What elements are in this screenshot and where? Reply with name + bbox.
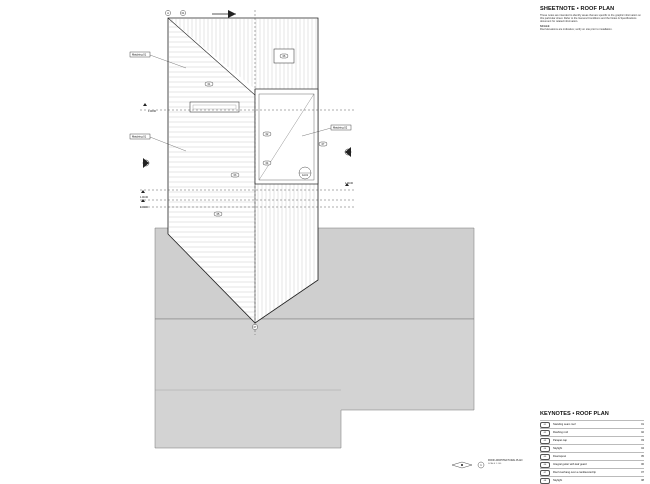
level-marker-3: 1.00.00 (140, 190, 149, 199)
sheetnote-body: These notes are intended to identify are… (540, 14, 641, 24)
svg-text:03: 03 (234, 174, 237, 177)
keynote-ref: 05 (641, 455, 644, 458)
callout-left-upper: Matching 01 (129, 51, 187, 69)
tag-section-top: A (165, 10, 171, 16)
tag-keynote-e: 05 (213, 211, 223, 217)
svg-text:Matching 01: Matching 01 (132, 135, 147, 139)
tag-keynote-f: 07 (318, 141, 328, 147)
keynote-text: Flashing roof (553, 431, 568, 434)
keynote-text: Skylight (553, 479, 563, 482)
svg-text:05: 05 (217, 213, 220, 216)
section-arrow-right (344, 147, 352, 157)
svg-text:Matching 01: Matching 01 (132, 53, 147, 57)
callout-left-lower: Matching 01 (129, 133, 187, 152)
keynote-code: 07 (540, 469, 550, 476)
scale-bar-sub: SCALE 1:100 (488, 463, 502, 465)
keynote-text: Roof overhang over a cantilevered lip (553, 471, 596, 474)
sheetnote-scale-text: Roof elevations are indicative; verify o… (540, 28, 613, 32)
tag-keynote-c: 03 (230, 172, 240, 178)
svg-text:04: 04 (266, 162, 269, 165)
level-marker-4: 1.00.00 (140, 199, 149, 209)
keynote-code: 05 (540, 453, 550, 460)
skylight-left (189, 101, 240, 113)
keynote-ref: 08 (641, 479, 644, 482)
svg-text:Matching 02: Matching 02 (333, 126, 348, 130)
tag-keynote-b: 02 (262, 131, 272, 137)
svg-text:07: 07 (254, 326, 257, 329)
keynote-code: 06 (540, 461, 550, 468)
keynote-ref: 03 (641, 439, 644, 442)
svg-text:1.00.00: 1.00.00 (140, 206, 149, 209)
svg-text:1.00.00: 1.00.00 (140, 196, 149, 199)
scale-bar-label: ROOF ARCHITECTURAL PLAN (488, 459, 523, 462)
callout-right: Matching 02 (301, 124, 352, 137)
sheetnote-title: SHEETNOTE • ROOF PLAN (540, 6, 615, 12)
keynote-code: 01 (540, 421, 550, 428)
svg-text:1.00.00: 1.00.00 (345, 182, 354, 185)
svg-text:A1.01: A1.01 (302, 174, 309, 177)
keynote-code: 02 (540, 429, 550, 436)
section-arrow-left (142, 158, 150, 168)
keynote-code: 04 (540, 445, 550, 452)
svg-text:07: 07 (322, 143, 325, 146)
keynote-code: 03 (540, 437, 550, 444)
keynote-ref: 02 (641, 431, 644, 434)
tag-keynote-a: 01 (204, 81, 214, 87)
keynote-text: Downspout (553, 455, 566, 458)
detail-tag: A1.01 (298, 166, 312, 180)
keynote-ref: 07 (641, 471, 644, 474)
scale-bar: 1 ROOF ARCHITECTURAL PLAN SCALE 1:100 (450, 458, 530, 476)
keynotes-title: KEYNOTES • ROOF PLAN (540, 411, 609, 417)
sheetnote-panel: SHEETNOTE • ROOF PLAN These notes are in… (540, 6, 644, 33)
section-arrow-top (212, 10, 236, 18)
tag-keynote-d: 04 (262, 160, 272, 166)
keynote-text: Parapet cap (553, 439, 567, 442)
svg-text:06: 06 (283, 55, 286, 58)
keynote-ref: 04 (641, 447, 644, 450)
svg-text:02: 02 (266, 133, 269, 136)
tag-grid-top: 01 (180, 10, 186, 16)
sheetnote-scale-label: SCALE (540, 24, 550, 29)
keynote-text: Skylight (553, 447, 563, 450)
level-marker-2: 1.00.00 (345, 182, 354, 186)
tag-skylight: 06 (279, 53, 289, 59)
svg-text:A: A (167, 12, 169, 15)
adjacent-building-lower (154, 318, 475, 449)
scale-bar-number: 1 (480, 463, 482, 467)
level-marker-1: 1.00.00 (143, 103, 157, 113)
keynote-text: Standing seam roof (553, 423, 576, 426)
keynote-ref: 06 (641, 463, 644, 466)
keynote-text: Integral gutter with leaf guard (553, 463, 587, 466)
svg-text:01: 01 (208, 83, 211, 86)
keynote-ref: 01 (641, 423, 644, 426)
tag-ridge: 07 (252, 324, 258, 330)
svg-text:01: 01 (182, 12, 185, 15)
svg-text:1.00.00: 1.00.00 (148, 110, 157, 113)
keynote-code: 08 (540, 477, 550, 484)
